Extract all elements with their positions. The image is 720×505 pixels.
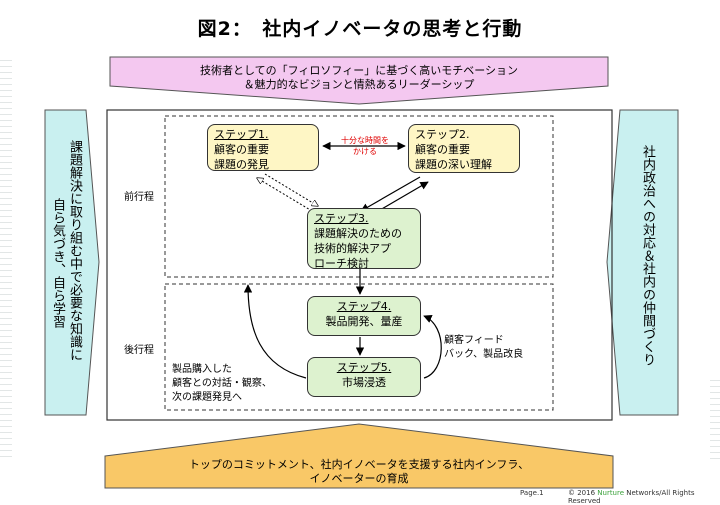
purchase-note-line3: 次の課題発見へ [172,392,242,403]
right-side-arrow-shape [606,109,679,416]
back-phase-box [164,283,554,411]
step-5-label: ステップ5. [336,361,392,374]
right-arrow-text-col1: 社内政治への対応＆社内の仲間づくり [640,145,655,366]
left-arrow-text: 課題解決に取り組む中で必要な知識に 自ら気づき、自ら学習 [50,140,82,410]
step-4-label: ステップ4. [336,300,392,313]
step-1-label: ステップ1. [214,128,269,141]
back-phase-label: 後行程 [124,345,154,356]
step-1-box: ステップ1. 顧客の重要 課題の発見 [207,124,319,171]
copyright-prefix: © 2016 [568,489,598,497]
step-2-text-line2: 課題の深い理解 [415,158,492,171]
right-arrow-text: 社内政治への対応＆社内の仲間づくり [640,145,655,405]
bottom-banner-line1: トップのコミットメント、社内イノベータを支援する社内インフラ、 [188,458,530,471]
arrow-step1-step3-a [257,178,313,212]
bottom-banner: トップのコミットメント、社内イノベータを支援する社内インフラ、 イノベーターの育… [105,458,613,486]
step-2-text-line1: 顧客の重要 [415,143,470,156]
top-banner-line1: 技術者としての「フィロソフィー」に基づく高いモチベーション [199,64,518,77]
step-1-text-line1: 顧客の重要 [214,143,269,156]
step-3-text-line2: 技術的解決アプ [314,242,391,255]
step-1-text-line2: 課題の発見 [214,158,269,171]
purchase-note: 製品購入した 顧客との対話・観察、 次の課題発見へ [172,363,272,405]
front-phase-label: 前行程 [124,192,154,203]
purchase-note-line2: 顧客との対話・観察、 [172,378,272,389]
front-phase-box [164,115,554,278]
right-edge-ruler-decoration [710,380,720,460]
main-frame [106,109,613,421]
bottom-banner-line2: イノベーターの育成 [309,472,409,485]
arrow-feedback-curve [423,315,442,379]
arrow-step2-step3-a [360,176,421,212]
left-arrow-text-col1: 課題解決に取り組む中で必要な知識に [67,140,82,361]
step-5-text-line1: 市場浸透 [342,376,386,389]
page-number: Page.1 [520,489,544,497]
time-note: 十分な時間を かける [330,135,400,157]
step-2-box: ステップ2. 顧客の重要 課題の深い理解 [408,124,520,173]
left-side-arrow-shape [44,109,100,416]
feedback-note-line2: バック、製品改良 [444,349,524,360]
bottom-banner-shape [104,423,614,489]
copyright: © 2016 Nurture Networks/All Rights Reser… [568,489,720,505]
top-banner-shape [109,56,609,105]
top-banner-line2: ＆魅力的なビジョンと情熱あるリーダーシップ [243,78,475,91]
feedback-note-line1: 顧客フィード [444,335,504,346]
left-arrow-text-col2: 自ら気づき、自ら学習 [50,198,65,328]
step-2-label: ステップ2. [415,128,470,141]
top-banner: 技術者としての「フィロソフィー」に基づく高いモチベーション ＆魅力的なビジョンと… [110,64,608,92]
step-3-box: ステップ3. 課題解決のための 技術的解決アプ ローチ検討 [307,208,421,270]
step-3-text-line3: ローチ検討 [314,257,369,270]
left-edge-ruler-decoration [0,60,12,460]
step-3-label: ステップ3. [314,212,369,225]
arrow-step1-step3-b [264,173,318,206]
purchase-note-line1: 製品購入した [172,364,232,375]
brand-name: Nurture [597,489,625,497]
feedback-note: 顧客フィード バック、製品改良 [444,334,523,362]
step-3-text-line1: 課題解決のための [314,227,402,240]
time-note-line1: 十分な時間を [341,136,389,145]
step-4-box: ステップ4. 製品開発、量産 [307,296,421,336]
step-4-text-line1: 製品開発、量産 [325,315,403,328]
step-5-box: ステップ5. 市場浸透 [307,357,421,397]
arrow-next-discovery-curve [243,284,307,379]
diagram-title: 図2： 社内イノベータの思考と行動 [197,18,523,40]
time-note-line2: かける [353,147,377,156]
